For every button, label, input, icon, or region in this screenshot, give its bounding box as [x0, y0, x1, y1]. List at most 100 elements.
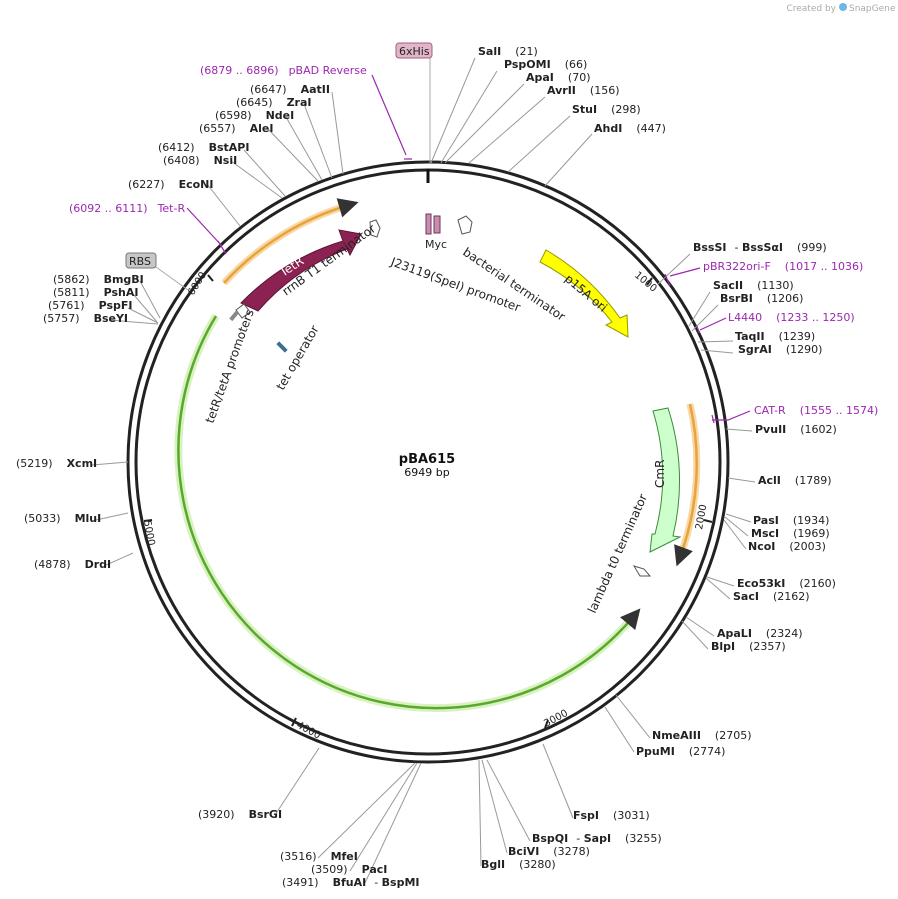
site-bmgbi: BmgBI: [104, 273, 144, 286]
tetr-arrow: [240, 229, 362, 312]
site-paci: PacI: [362, 863, 388, 876]
site-zrai: ZraI: [287, 96, 312, 109]
svg-text:PpuMI(2774): PpuMI(2774): [636, 745, 725, 758]
tick-6000: 6000: [186, 270, 209, 297]
site-ndei: NdeI: [266, 109, 295, 122]
site-pshai: PshAI: [104, 286, 139, 299]
svg-text:PvuII(1602): PvuII(1602): [755, 423, 837, 436]
tick-2000: 2000: [694, 504, 709, 531]
svg-text:(4878)DrdI: (4878)DrdI: [34, 558, 111, 571]
svg-text:StuI(298): StuI(298): [572, 103, 641, 116]
site-bgli: BglI: [481, 858, 505, 871]
site-bcivi: BciVI: [508, 845, 539, 858]
primer-l4440: L4440: [728, 311, 762, 324]
tick-5000: 5000: [141, 520, 156, 547]
primer-cat-r: CAT-R: [754, 404, 786, 417]
site-blpi: BlpI: [711, 640, 735, 653]
tet-operator-mark: [276, 341, 288, 353]
svg-text:SacI(2162): SacI(2162): [733, 590, 810, 603]
credit-text: Created by: [786, 4, 836, 14]
feature-green-halo: [174, 313, 638, 713]
site-aatii: AatII: [301, 83, 330, 96]
site-sacii: SacII: [713, 279, 743, 292]
feature-right-orange: [674, 403, 698, 567]
site-bstapi: BstAPI: [209, 141, 250, 154]
primer-tet-r: Tet-R: [157, 202, 186, 215]
p15a-ori-arrow: [539, 249, 629, 338]
site-ahdi: AhdI: [594, 122, 622, 135]
site-bsssi: BssSI: [693, 241, 727, 254]
myc-label: Myc: [425, 238, 447, 251]
site-pspfi: PspFI: [99, 299, 133, 312]
tick-1000: 1000: [632, 270, 659, 295]
lambda-terminator-icon: [632, 565, 652, 577]
site-mfei: MfeI: [331, 850, 358, 863]
svg-text:(3509)PacI: (3509)PacI: [311, 863, 387, 876]
svg-text:(6879 .. 6896)pBAD Reverse: (6879 .. 6896)pBAD Reverse: [200, 64, 367, 77]
site-leader-lines: [91, 57, 756, 884]
site-drdi: DrdI: [85, 558, 112, 571]
his-box-label: 6xHis: [399, 45, 430, 58]
terminator-icon-top: [457, 215, 473, 235]
svg-text:NcoI(2003): NcoI(2003): [748, 540, 826, 553]
site-pasi: PasI: [753, 514, 779, 527]
svg-text:BglI(3280): BglI(3280): [481, 858, 556, 871]
svg-text:(5219)XcmI: (5219)XcmI: [16, 457, 97, 470]
svg-text:L4440(1233 .. 1250): L4440(1233 .. 1250): [728, 311, 855, 324]
svg-text:ApaLI(2324): ApaLI(2324): [717, 627, 803, 640]
svg-text:AclI(1789): AclI(1789): [758, 474, 831, 487]
primer-labels: (6879 .. 6896)pBAD Reverse (6092 .. 6111…: [69, 64, 878, 417]
svg-text:AvrII(156): AvrII(156): [547, 84, 620, 97]
cmr-arrow: [649, 407, 682, 553]
promoter-mark: [229, 310, 239, 322]
svg-text:NmeAIII(2705): NmeAIII(2705): [652, 729, 752, 742]
site-msci: MscI: [751, 527, 779, 540]
svg-text:(5033)MluI: (5033)MluI: [24, 512, 101, 525]
site-saci: SacI: [733, 590, 759, 603]
svg-text:(6227)EcoNI: (6227)EcoNI: [128, 178, 213, 191]
svg-text:(5757)BseYI: (5757)BseYI: [43, 312, 128, 325]
site-sgrai: SgrAI: [738, 343, 772, 356]
site-taqii: TaqII: [735, 330, 765, 343]
svg-text:BssSI- BssSαI(999): BssSI- BssSαI(999): [693, 241, 827, 254]
site-sali: SalI: [478, 45, 501, 58]
site-apali: ApaLI: [717, 627, 752, 640]
site-pspomi: PspOMI: [504, 58, 551, 71]
rrnb-icon: [369, 219, 381, 238]
svg-text:PasI(1934): PasI(1934): [753, 514, 829, 527]
primer-pbad-reverse: pBAD Reverse: [289, 64, 367, 77]
primer-leader-lines: [186, 74, 751, 424]
svg-text:(3491)BfuAI- BspMI: (3491)BfuAI- BspMI: [282, 876, 420, 889]
svg-text:SalI(21): SalI(21): [478, 45, 538, 58]
site-ncoi: NcoI: [748, 540, 775, 553]
primer-pbr322ori-f: pBR322ori-F: [703, 260, 771, 273]
site-nmeaiii: NmeAIII: [652, 729, 701, 742]
site-ppumi: PpuMI: [636, 745, 675, 758]
svg-text:BsrBI(1206): BsrBI(1206): [720, 292, 803, 305]
svg-text:(6645)ZraI: (6645)ZraI: [236, 96, 312, 109]
svg-text:ApaI(70): ApaI(70): [526, 71, 591, 84]
site-econi: EcoNI: [179, 178, 214, 191]
site-fspi: FspI: [573, 809, 599, 822]
rbs-leader: [155, 266, 189, 291]
svg-text:AhdI(447): AhdI(447): [594, 122, 666, 135]
site-pvuii: PvuII: [755, 423, 786, 436]
tet-operator-label: tet operator: [273, 323, 321, 393]
tick-marks: 1000 2000 3000 4000 5000 6000: [141, 270, 713, 742]
site-bseyi: BseYI: [94, 312, 128, 325]
plasmid-name: pBA615: [399, 452, 455, 467]
site-avrii: AvrII: [547, 84, 576, 97]
svg-text:(6412)BstAPI: (6412)BstAPI: [158, 141, 249, 154]
restriction-site-labels: SalI(21) PspOMI(66) ApaI(70) AvrII(156) …: [16, 45, 837, 889]
promoter-icon: [235, 303, 251, 319]
svg-text:(6408)NsiI: (6408)NsiI: [163, 154, 237, 167]
his-tag: [433, 215, 441, 234]
svg-text:PspOMI(66): PspOMI(66): [504, 58, 587, 71]
site-nsii: NsiI: [214, 154, 238, 167]
svg-text:FspI(3031): FspI(3031): [573, 809, 650, 822]
p15a-ori-label: p15A ori: [562, 272, 610, 315]
svg-text:(6647)AatII: (6647)AatII: [250, 83, 330, 96]
tick-3000: 3000: [542, 708, 570, 730]
rbs-box: [125, 252, 157, 269]
